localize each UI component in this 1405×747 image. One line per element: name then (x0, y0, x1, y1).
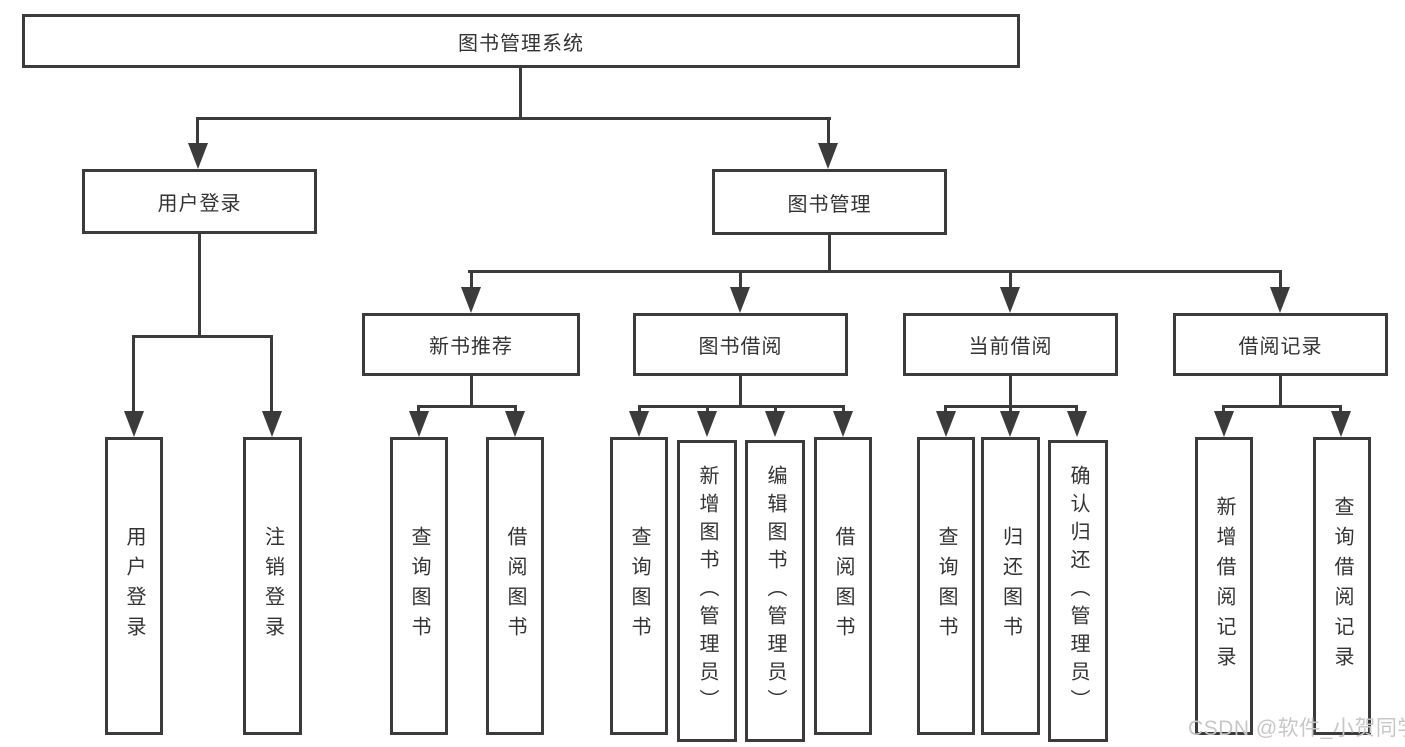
connector-l3-drop (739, 270, 742, 289)
connector-l3-drop (1009, 270, 1012, 289)
leaf-br-add-record: 新增借阅记录 (1195, 437, 1253, 735)
connector-leaf-drop (132, 335, 135, 412)
arrow-down-icon (765, 411, 785, 437)
connector-userlogin-split (132, 335, 273, 338)
arrow-down-icon (1067, 411, 1087, 437)
connector-bookmgmt-split (468, 270, 1282, 273)
arrow-down-icon (262, 411, 282, 437)
connector-bookmgmt-stem (828, 235, 831, 272)
connector-leaf-drop (514, 405, 517, 414)
arrow-down-icon (833, 411, 853, 437)
connector-userlogin-drop (196, 117, 199, 146)
arrow-down-icon (461, 287, 481, 313)
node-current-borrow-label: 当前借阅 (968, 336, 1053, 358)
connector-bookmgmt-drop (827, 117, 830, 146)
leaf-user-login-label: 用户登录 (123, 526, 145, 646)
connector-root-split (196, 117, 831, 120)
leaf-br-query-record-label: 查询借阅记录 (1331, 496, 1353, 676)
leaf-logout: 注销登录 (243, 437, 302, 735)
leaf-rec-borrow-books: 借阅图书 (486, 437, 544, 735)
connector-leaf-drop (1339, 405, 1342, 414)
connector-rec-split (417, 405, 517, 408)
connector-l3-drop (470, 270, 473, 289)
arrow-down-icon (730, 287, 750, 313)
leaf-cb-confirm-return-label: 确认归还（管理员） (1067, 465, 1089, 717)
connector-leaf-drop (706, 405, 709, 414)
connector-rec-stem (470, 376, 473, 407)
connector-leaf-drop (638, 405, 641, 414)
connector-leaf-drop (270, 335, 273, 412)
connector-cb-stem (1009, 376, 1012, 407)
leaf-bb-borrow-books: 借阅图书 (814, 437, 872, 735)
arrow-down-icon (936, 411, 956, 437)
leaf-bb-query-books-label: 查询图书 (628, 526, 650, 646)
leaf-cb-return-books-label: 归还图书 (999, 526, 1022, 646)
node-borrow-records: 借阅记录 (1173, 313, 1388, 376)
leaf-cb-return-books: 归还图书 (981, 437, 1040, 735)
node-new-book-rec: 新书推荐 (362, 313, 580, 376)
arrow-down-icon (697, 411, 717, 437)
leaf-rec-borrow-books-label: 借阅图书 (504, 526, 526, 646)
leaf-bb-edit-books-label: 编辑图书（管理员） (764, 465, 786, 717)
node-book-borrow-label: 图书借阅 (698, 336, 783, 358)
connector-leaf-drop (842, 405, 845, 414)
connector-leaf-drop (1222, 405, 1225, 414)
leaf-bb-query-books: 查询图书 (610, 437, 668, 735)
arrow-down-icon (1270, 287, 1290, 313)
arrow-down-icon (818, 143, 838, 169)
leaf-br-query-record: 查询借阅记录 (1313, 437, 1371, 735)
leaf-bb-add-books: 新增图书（管理员） (677, 440, 737, 742)
node-current-borrow: 当前借阅 (903, 313, 1118, 376)
connector-bb-stem (739, 376, 742, 407)
leaf-logout-label: 注销登录 (261, 526, 284, 646)
leaf-br-add-record-label: 新增借阅记录 (1213, 496, 1235, 676)
node-root-label: 图书管理系统 (458, 32, 584, 55)
node-book-mgmt: 图书管理 (712, 169, 947, 235)
arrow-down-icon (124, 411, 144, 437)
arrow-down-icon (409, 411, 429, 437)
node-root: 图书管理系统 (22, 14, 1020, 68)
connector-leaf-drop (944, 405, 947, 414)
connector-userlogin-stem (198, 234, 201, 337)
connector-bb-split (638, 405, 844, 408)
arrow-down-icon (629, 411, 649, 437)
arrow-down-icon (505, 411, 525, 437)
connector-br-stem (1279, 376, 1282, 407)
leaf-bb-edit-books: 编辑图书（管理员） (745, 440, 805, 742)
leaf-bb-add-books-label: 新增图书（管理员） (696, 465, 718, 717)
connector-root-stem (519, 66, 522, 120)
connector-leaf-drop (774, 405, 777, 414)
node-book-mgmt-label: 图书管理 (787, 193, 872, 216)
leaf-rec-query-books: 查询图书 (390, 437, 448, 735)
connector-br-split (1222, 405, 1342, 408)
arrow-down-icon (1000, 287, 1020, 313)
node-user-login: 用户登录 (82, 169, 317, 234)
node-new-book-rec-label: 新书推荐 (429, 336, 513, 358)
leaf-user-login: 用户登录 (105, 437, 163, 735)
connector-leaf-drop (1075, 405, 1078, 414)
node-borrow-records-label: 借阅记录 (1238, 336, 1323, 358)
leaf-bb-borrow-books-label: 借阅图书 (832, 526, 854, 646)
arrow-down-icon (1000, 411, 1020, 437)
node-book-borrow: 图书借阅 (633, 313, 848, 376)
connector-leaf-drop (417, 405, 420, 414)
leaf-rec-query-books-label: 查询图书 (408, 526, 430, 646)
csdn-watermark: CSDN @软件_小贺同学 (1188, 717, 1405, 740)
leaf-cb-query-books-label: 查询图书 (935, 526, 957, 646)
connector-l3-drop (1279, 270, 1282, 289)
arrow-down-icon (188, 143, 208, 169)
connector-leaf-drop (1009, 405, 1012, 414)
leaf-cb-confirm-return: 确认归还（管理员） (1048, 440, 1108, 742)
node-user-login-label: 用户登录 (157, 193, 242, 215)
leaf-cb-query-books: 查询图书 (917, 437, 975, 735)
arrow-down-icon (1214, 411, 1234, 437)
arrow-down-icon (1331, 411, 1351, 437)
